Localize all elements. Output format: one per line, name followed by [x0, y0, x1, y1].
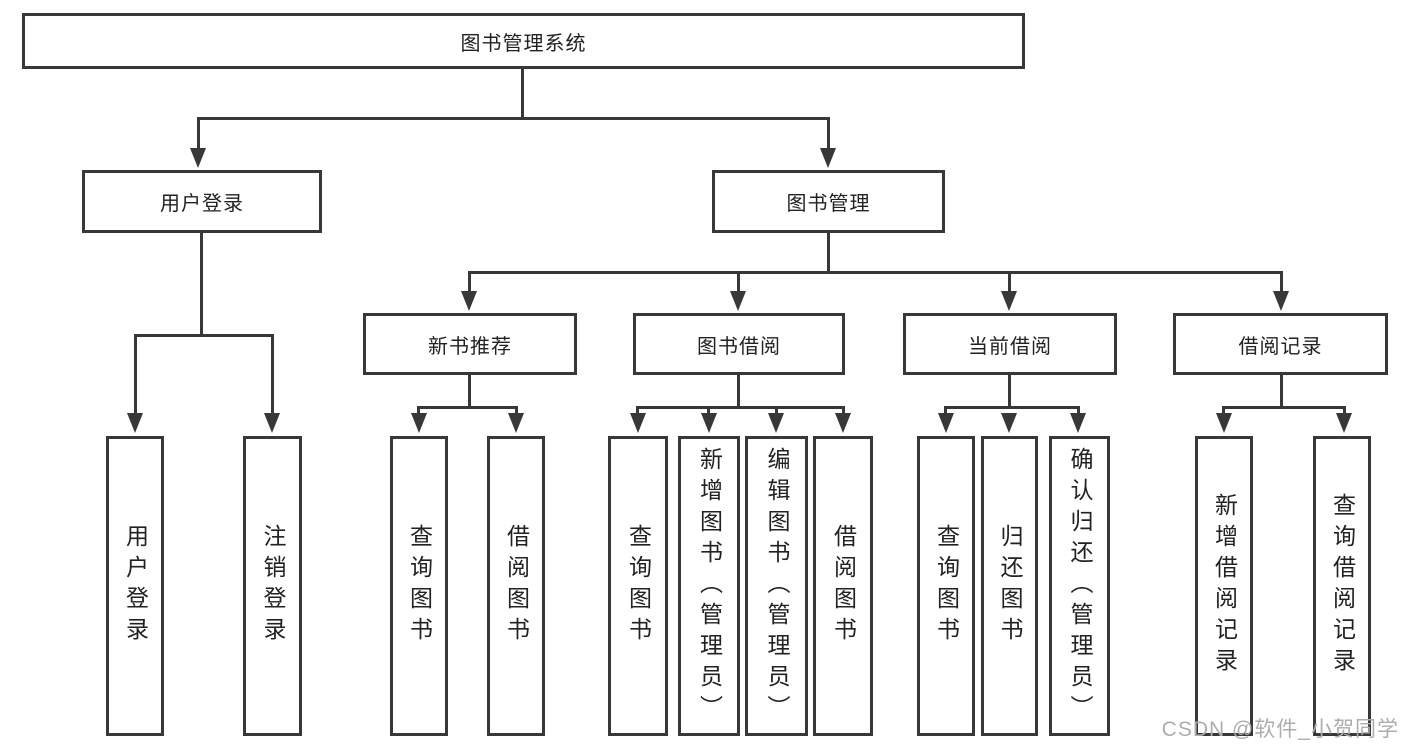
arrow-down-icon [1001, 413, 1017, 433]
connector-line [417, 406, 518, 409]
connector-line [842, 406, 845, 416]
csdn-watermark: CSDN @软件_小贺同学 [1161, 718, 1399, 741]
arrow-down-icon [127, 413, 143, 433]
arrow-down-icon [630, 413, 646, 433]
connector-line [737, 375, 740, 409]
leaf-bb-query-book: 查询图书 [608, 436, 668, 736]
arrow-down-icon [461, 291, 477, 311]
node-new-book-recommend: 新书推荐 [363, 313, 577, 375]
arrow-down-icon [411, 413, 427, 433]
connector-line [197, 117, 200, 151]
arrow-down-icon [730, 291, 746, 311]
leaf-user-login-label: 用户登录 [122, 524, 149, 648]
node-current-borrow-label: 当前借阅 [968, 335, 1052, 358]
arrow-down-icon [1001, 291, 1017, 311]
leaf-nb-borrow-book: 借阅图书 [487, 436, 545, 736]
connector-line [1222, 406, 1225, 416]
node-book-borrow: 图书借阅 [633, 313, 845, 375]
connector-line [417, 406, 420, 416]
connector-line [515, 406, 518, 416]
connector-line [944, 406, 1080, 409]
leaf-cb-return-book-label: 归还图书 [997, 524, 1023, 648]
connector-line [1222, 406, 1346, 409]
node-root-label: 图书管理系统 [460, 32, 587, 55]
arrow-down-icon [768, 413, 784, 433]
leaf-cb-query-book-label: 查询图书 [933, 524, 960, 648]
node-new-book-recommend-label: 新书推荐 [428, 335, 512, 358]
leaf-br-add-record: 新增借阅记录 [1195, 436, 1253, 736]
connector-line [636, 406, 639, 416]
arrow-down-icon [1273, 291, 1289, 311]
connector-line [1008, 375, 1011, 409]
connector-line [737, 271, 740, 293]
connector-line [200, 233, 203, 336]
leaf-nb-query-book-label: 查询图书 [406, 524, 433, 648]
leaf-bb-add-book-label: 新增图书（管理员） [696, 446, 723, 726]
node-current-borrow: 当前借阅 [903, 313, 1117, 375]
node-user-login: 用户登录 [82, 170, 322, 233]
node-book-borrow-label: 图书借阅 [697, 335, 781, 358]
node-book-management: 图书管理 [712, 170, 945, 233]
node-borrow-records: 借阅记录 [1173, 313, 1388, 375]
connector-line [827, 117, 830, 151]
arrow-down-icon [820, 148, 836, 168]
connector-line [707, 406, 710, 416]
leaf-cb-confirm-return-label: 确认归还（管理员） [1067, 446, 1093, 726]
leaf-br-query-record-label: 查询借阅记录 [1329, 493, 1356, 679]
leaf-br-add-record-label: 新增借阅记录 [1211, 493, 1238, 679]
connector-line [134, 334, 137, 414]
node-user-login-label: 用户登录 [160, 193, 244, 215]
leaf-bb-edit-book-label: 编辑图书（管理员） [764, 446, 790, 726]
connector-line [468, 271, 471, 293]
connector-line [1280, 375, 1283, 409]
arrow-down-icon [190, 148, 206, 168]
connector-line [827, 233, 830, 273]
connector-line [1008, 271, 1011, 293]
connector-line [1077, 406, 1080, 416]
leaf-nb-borrow-book-label: 借阅图书 [503, 524, 530, 648]
node-book-management-label: 图书管理 [786, 193, 871, 215]
node-root: 图书管理系统 [22, 13, 1025, 69]
connector-line [468, 375, 471, 409]
connector-line [1280, 271, 1283, 293]
connector-line [944, 406, 947, 416]
leaf-bb-borrow-book: 借阅图书 [813, 436, 873, 736]
leaf-logout-label: 注销登录 [260, 524, 286, 648]
arrow-down-icon [1070, 413, 1086, 433]
arrow-down-icon [835, 413, 851, 433]
leaf-cb-confirm-return: 确认归还（管理员） [1049, 436, 1110, 736]
node-borrow-records-label: 借阅记录 [1238, 335, 1323, 358]
leaf-bb-borrow-book-label: 借阅图书 [830, 524, 857, 648]
arrow-down-icon [1216, 413, 1232, 433]
connector-line [197, 117, 830, 120]
connector-line [134, 334, 274, 337]
arrow-down-icon [264, 413, 280, 433]
arrow-down-icon [701, 413, 717, 433]
connector-line [1343, 406, 1346, 416]
leaf-cb-query-book: 查询图书 [917, 436, 975, 736]
leaf-bb-edit-book: 编辑图书（管理员） [745, 436, 808, 736]
leaf-bb-add-book: 新增图书（管理员） [678, 436, 740, 736]
arrow-down-icon [1336, 413, 1352, 433]
leaf-user-login: 用户登录 [106, 436, 164, 736]
leaf-bb-query-book-label: 查询图书 [625, 524, 652, 648]
leaf-nb-query-book: 查询图书 [390, 436, 448, 736]
arrow-down-icon [938, 413, 954, 433]
leaf-br-query-record: 查询借阅记录 [1313, 436, 1371, 736]
connector-line [521, 69, 524, 117]
connector-line [271, 334, 274, 414]
arrow-down-icon [508, 413, 524, 433]
connector-line [468, 271, 1283, 274]
connector-line [775, 406, 778, 416]
leaf-logout: 注销登录 [243, 436, 302, 736]
leaf-cb-return-book: 归还图书 [981, 436, 1038, 736]
connector-line [636, 406, 845, 409]
